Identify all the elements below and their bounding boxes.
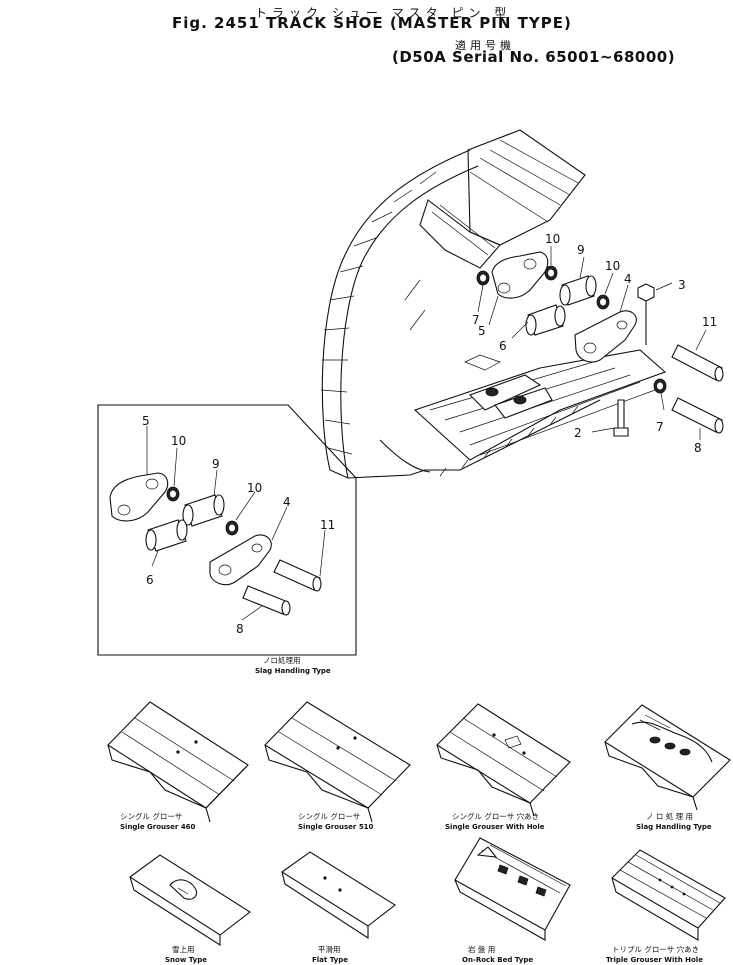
jp-applicable-label: 適用号機 <box>455 39 515 52</box>
variant-7-jp: 岩 盤 用 <box>468 944 495 954</box>
callout-main-10b: 10 <box>605 259 620 273</box>
callout-inset-11: 11 <box>320 518 335 532</box>
inset-caption-en: Slag Handling Type <box>255 667 331 675</box>
callout-main-7a: 7 <box>472 313 480 327</box>
figure-title: Fig. 2451 TRACK SHOE (MASTER PIN TYPE) <box>172 14 572 32</box>
variant-shoe-3 <box>436 703 571 817</box>
callout-inset-10a: 10 <box>171 434 186 448</box>
callout-inset-8: 8 <box>236 622 244 636</box>
variant-shoe-2 <box>264 701 411 823</box>
callout-main-8: 8 <box>694 441 702 455</box>
variant-shoe-1 <box>107 701 249 823</box>
variant-8-jp: トリプル グローサ 穴あき <box>612 944 699 954</box>
callout-main-10a: 10 <box>545 232 560 246</box>
variant-shoe-8 <box>611 849 726 941</box>
callout-main-5: 5 <box>478 324 486 338</box>
callout-inset-4: 4 <box>283 495 291 509</box>
inset-slag-handling <box>97 404 357 656</box>
callout-inset-6: 6 <box>146 573 154 587</box>
variant-6-en: Flat Type <box>312 956 348 964</box>
callout-inset-5: 5 <box>142 414 150 428</box>
callout-main-6: 6 <box>499 339 507 353</box>
variant-2-en: Single Grouser 510 <box>298 823 374 831</box>
variant-1-jp: シングル グローサ <box>120 811 182 821</box>
variant-4-en: Slag Handling Type <box>636 823 712 831</box>
variant-shoe-4 <box>604 704 731 811</box>
variant-5-en: Snow Type <box>165 956 207 964</box>
variant-shoe-5 <box>129 854 251 947</box>
callout-main-3: 3 <box>678 278 686 292</box>
callout-main-9: 9 <box>577 243 585 257</box>
variant-3-en: Single Grouser With Hole <box>445 823 545 831</box>
jp-title: トラック シュー マスタ ピン 型 <box>255 6 512 20</box>
variant-shoe-7 <box>454 837 571 941</box>
inset-caption-jp: ノロ処理用 <box>263 655 301 665</box>
track-assembly-drawing <box>320 129 724 479</box>
variant-3-jp: シングル グローサ 穴あき <box>452 811 539 821</box>
variant-8-en: Triple Grouser With Hole <box>606 956 703 964</box>
inset-callouts: 5 10 9 10 4 11 6 8 <box>142 414 335 636</box>
variant-4-jp: ノ ロ 処 理 用 <box>646 811 693 821</box>
variant-2-jp: シングル グローサ <box>298 811 360 821</box>
variant-5-jp: 雪上用 <box>172 945 195 954</box>
variant-6-jp: 平滑用 <box>318 944 341 954</box>
callout-main-7b: 7 <box>656 420 664 434</box>
main-callouts: 10 9 10 4 3 7 5 6 11 7 2 8 <box>472 232 717 455</box>
variant-shoe-6 <box>281 851 396 940</box>
callout-main-11: 11 <box>702 315 717 329</box>
callout-inset-10b: 10 <box>247 481 262 495</box>
callout-main-2: 2 <box>574 426 582 440</box>
serial-range: (D50A Serial No. 65001~68000) <box>392 48 676 66</box>
variant-1-en: Single Grouser 460 <box>120 823 196 831</box>
callout-inset-9: 9 <box>212 457 220 471</box>
variant-7-en: On-Rock Bed Type <box>462 956 533 964</box>
callout-main-4: 4 <box>624 272 632 286</box>
